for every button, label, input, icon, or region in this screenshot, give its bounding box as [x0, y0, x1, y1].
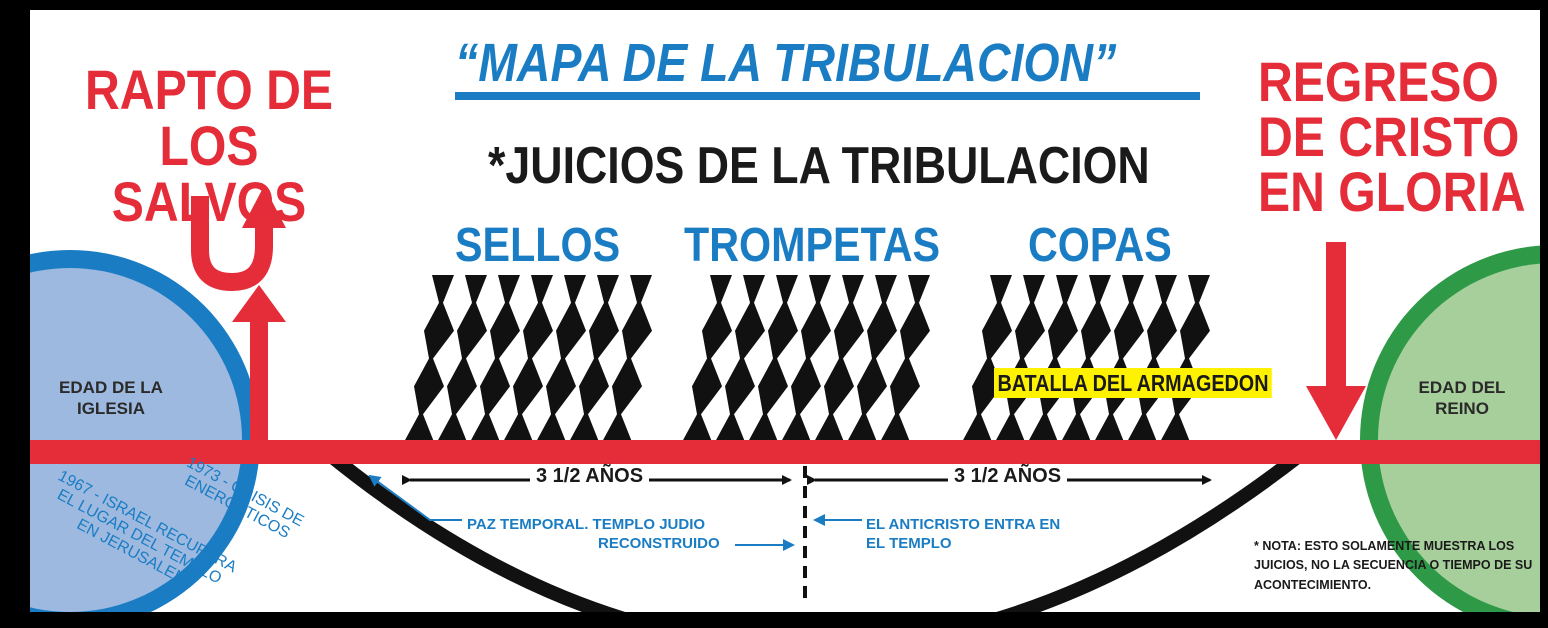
armageddon-label: BATALLA DEL ARMAGEDON — [994, 368, 1272, 398]
footnote: * NOTA: ESTO SOLAMENTE MUESTRA LOS JUICI… — [1254, 539, 1533, 592]
trumpets-bolt — [781, 275, 831, 442]
seals-label: SELLOS — [455, 219, 621, 272]
kingdom-age-label: EDAD DEL REINO — [1418, 378, 1506, 419]
bowls-bolt — [1094, 275, 1144, 442]
seals-bolt — [536, 275, 586, 442]
trumpets-bolt — [748, 275, 798, 442]
seals-bolt — [602, 275, 652, 442]
bowls-bolt — [1061, 275, 1111, 442]
timeline-bar — [30, 440, 1540, 464]
return-arrow — [1306, 242, 1366, 440]
bowls-bolt — [962, 275, 1012, 442]
peace-note: PAZ TEMPORAL. TEMPLO JUDIO — [467, 516, 706, 533]
bowls-bolt — [995, 275, 1045, 442]
bowls-label: COPAS — [1028, 219, 1172, 272]
trumpets-bolt — [715, 275, 765, 442]
second-period-label: 3 1/2 AÑOS — [948, 466, 1068, 486]
temple-rebuilt-note: RECONSTRUIDO — [598, 535, 720, 552]
judgment-lightning — [404, 275, 1210, 442]
seals-bolt — [404, 275, 454, 442]
rapture-title: RAPTO DE LOS SALVOS — [85, 58, 333, 233]
seals-bolt — [470, 275, 520, 442]
antichrist-note: EL ANTICRISTO ENTRA EN EL TEMPLO — [866, 516, 1061, 552]
trumpets-label: TROMPETAS — [684, 219, 941, 272]
trumpets-bolt — [847, 275, 897, 442]
main-title: “MAPA DE LA TRIBULACION” — [455, 33, 1117, 93]
first-period-label: 3 1/2 AÑOS — [530, 466, 650, 486]
judgments-heading: *JUICIOS DE LA TRIBULACION — [488, 137, 1150, 195]
trumpets-bolt — [814, 275, 864, 442]
bowls-bolt — [1028, 275, 1078, 442]
title-underline — [455, 92, 1200, 100]
trumpets-bolt — [682, 275, 732, 442]
bowls-bolt — [1127, 275, 1177, 442]
return-title: REGRESO DE CRISTO EN GLORIA — [1258, 50, 1526, 223]
kingdom-age-circle — [1378, 263, 1540, 612]
church-age-label: EDAD DE LA IGLESIA — [59, 378, 163, 419]
bowls-bolt — [1160, 275, 1210, 442]
seals-bolt — [437, 275, 487, 442]
seals-bolt — [569, 275, 619, 442]
seals-bolt — [503, 275, 553, 442]
tribulation-arc — [325, 449, 1305, 612]
peace-pointer-arrow — [368, 474, 462, 521]
rapture-arrow — [191, 186, 286, 442]
trumpets-bolt — [880, 275, 930, 442]
